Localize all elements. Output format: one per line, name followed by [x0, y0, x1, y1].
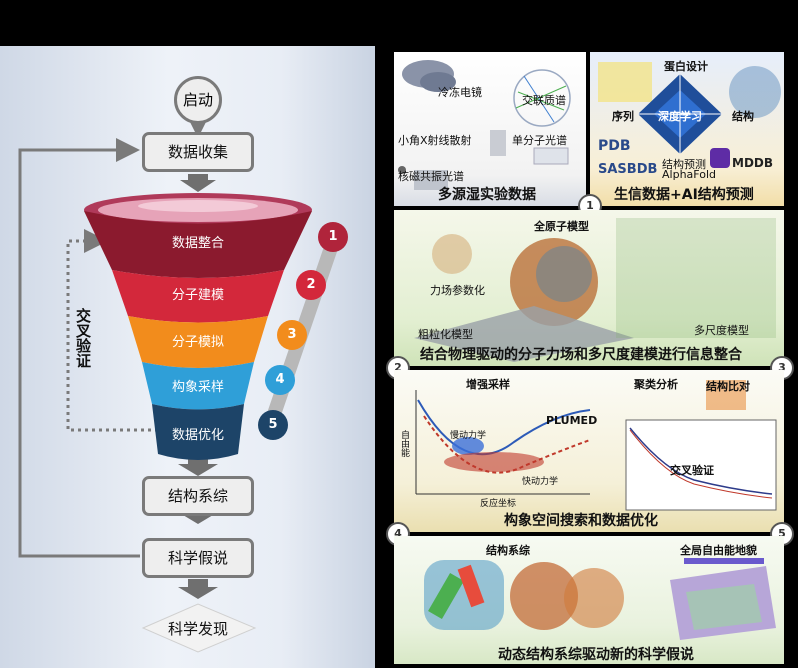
- structure-ensemble-box: 结构系综: [142, 476, 254, 516]
- ensemble-illustration: [424, 558, 776, 640]
- hypothesis-box: 科学假说: [142, 538, 254, 578]
- ai-prediction-illustration: [598, 62, 781, 168]
- cross-validation-label: 交叉验证: [74, 308, 92, 368]
- wet-lab-illustration: [398, 60, 571, 190]
- label-free-energy-landscape: 全局自由能地貌: [680, 544, 757, 557]
- label-free-energy: 自由能: [399, 430, 409, 457]
- discovery-label: 科学发现: [167, 620, 228, 638]
- label-structure-ensemble: 结构系综: [486, 544, 530, 557]
- label-slow-dynamics: 慢动力学: [450, 431, 487, 441]
- label-nmr: 核磁共振光谱: [398, 170, 464, 183]
- step-5-badge: 5: [258, 410, 288, 440]
- funnel-tier-1: 数据整合: [171, 236, 224, 251]
- logo-pdb: PDB: [598, 138, 631, 154]
- label-alignment: 结构比对: [706, 380, 750, 393]
- multiscale-illustration: [414, 218, 776, 362]
- logo-sasbdb: SASBDB: [598, 162, 658, 177]
- funnel-tier-5: 数据优化: [171, 428, 224, 443]
- step-1-badge: 1: [318, 222, 348, 252]
- label-deep-learning: 深度学习: [658, 110, 702, 123]
- step-4-badge: 4: [265, 365, 295, 395]
- label-structure: 结构: [732, 110, 754, 123]
- label-xl-ms: 交联质谱: [522, 94, 566, 107]
- label-smfret: 单分子光谱: [512, 134, 567, 147]
- label-cross-validation-panel: 交叉验证: [670, 464, 714, 477]
- caption-wet-lab: 多源湿实验数据: [438, 187, 536, 203]
- label-enhanced-sampling: 增强采样: [466, 378, 510, 391]
- label-ff-param: 力场参数化: [430, 284, 485, 297]
- label-all-atom: 全原子模型: [534, 220, 589, 233]
- panel-multiscale: 力场参数化 全原子模型 粗粒化模型 多尺度模型 结合物理驱动的分子力场和多尺度建…: [394, 210, 784, 366]
- label-reaction-coord: 反应坐标: [480, 499, 517, 509]
- workflow-panel: 启动 数据收集 数据整合 分子建模 分子模拟 构象采样 数据优化 交叉验证 1 …: [0, 46, 375, 668]
- caption-sampling: 构象空间搜索和数据优化: [504, 513, 658, 529]
- label-alphafold: AlphaFold: [662, 168, 716, 181]
- caption-ensemble: 动态结构系综驱动新的科学假说: [498, 647, 694, 663]
- label-saxs: 小角X射线散射: [398, 134, 472, 147]
- label-fast-dynamics: 快动力学: [522, 477, 559, 487]
- caption-multiscale: 结合物理驱动的分子力场和多尺度建模进行信息整合: [420, 347, 742, 363]
- label-multiscale: 多尺度模型: [694, 324, 749, 337]
- logo-mddb: MDDB: [732, 156, 774, 170]
- label-cryo-em: 冷冻电镜: [438, 86, 482, 99]
- panel-ai-prediction: 蛋白设计 序列 深度学习 结构 结构预测 AlphaFold PDB SASBD…: [590, 52, 784, 206]
- label-clustering: 聚类分析: [634, 378, 678, 391]
- data-collection-box: 数据收集: [142, 132, 254, 172]
- caption-ai-prediction: 生信数据+AI结构预测: [614, 187, 754, 203]
- step-3-badge: 3: [277, 320, 307, 350]
- step-2-badge: 2: [296, 270, 326, 300]
- label-structure-prediction: 结构预测: [662, 158, 706, 171]
- funnel-tier-2: 分子建模: [171, 288, 224, 303]
- label-coarse-grain: 粗粒化模型: [418, 328, 473, 341]
- sampling-illustration: [415, 380, 777, 511]
- funnel-tier-4: 构象采样: [171, 380, 224, 395]
- workflow-connectors: [18, 106, 342, 653]
- label-protein-design: 蛋白设计: [664, 60, 708, 73]
- panel-wet-lab: 冷冻电镜 交联质谱 小角X射线散射 单分子光谱 核磁共振光谱 多源湿实验数据: [394, 52, 586, 206]
- label-sequence: 序列: [612, 110, 634, 123]
- funnel-tier-3: 分子模拟: [171, 335, 224, 350]
- panel-sampling: 增强采样 PLUMED 聚类分析 结构比对 慢动力学 快动力学 交叉验证 自由能…: [394, 370, 784, 532]
- start-node: 启动: [174, 76, 222, 124]
- panel-ensemble: 结构系综 全局自由能地貌 动态结构系综驱动新的科学假说: [394, 536, 784, 664]
- label-plumed: PLUMED: [546, 414, 598, 427]
- illustration-panel: 冷冻电镜 交联质谱 小角X射线散射 单分子光谱 核磁共振光谱 多源湿实验数据 蛋…: [380, 46, 798, 668]
